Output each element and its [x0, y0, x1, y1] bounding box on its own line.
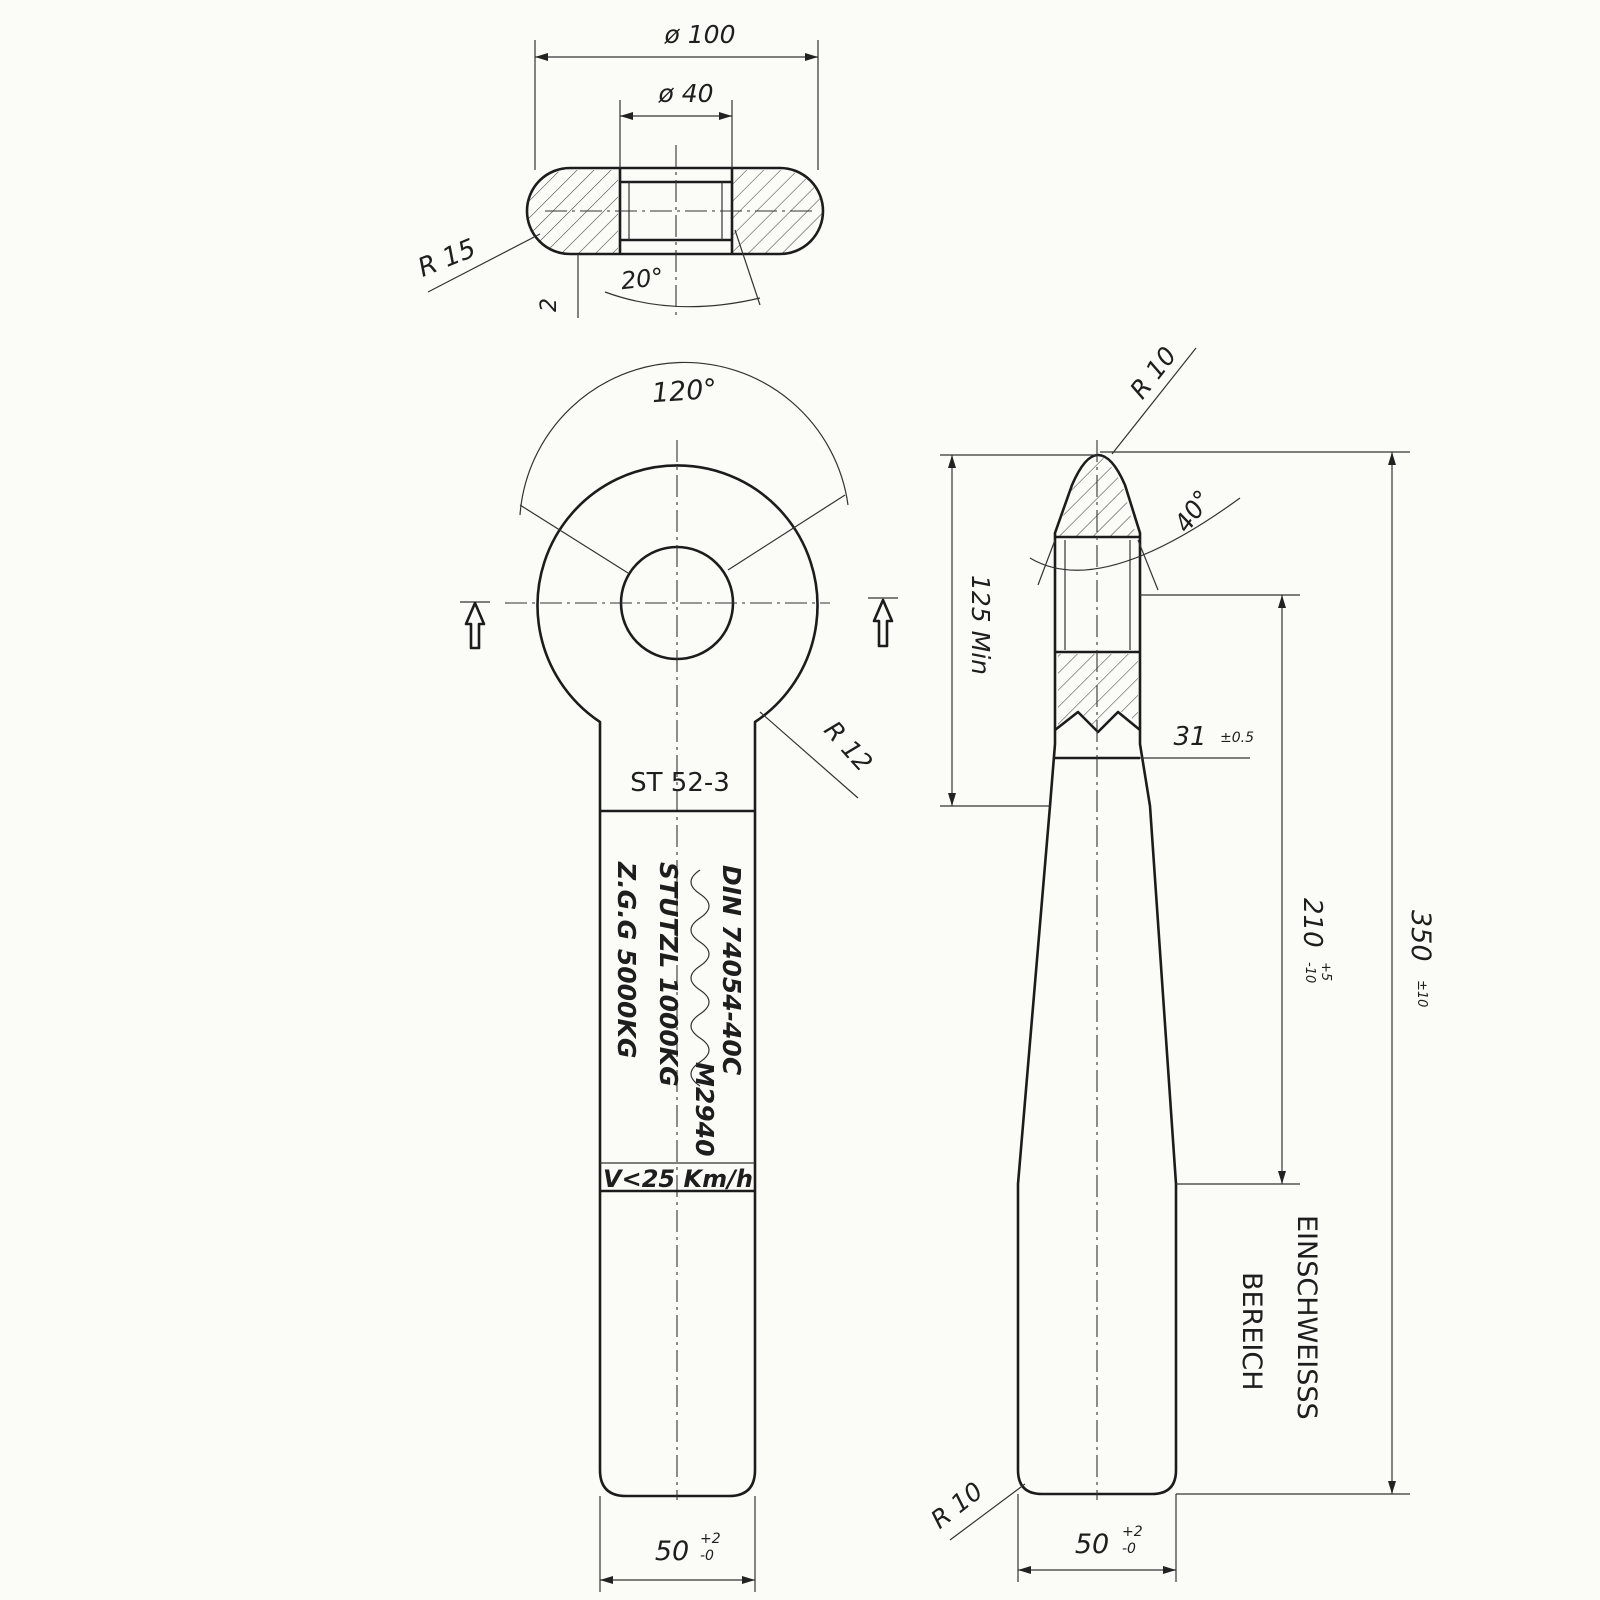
top-section-view: ø 100 ø 40 R 15 20° 2 [414, 20, 825, 320]
wavy-separator [690, 869, 710, 1087]
dim-outer-diameter: ø 100 [664, 20, 736, 49]
dim-overall-tol: ±10 [1414, 980, 1429, 1007]
dim-thickness-tol: ±0.5 [1220, 730, 1254, 746]
marking-line-1: DIN 74054-40C [717, 865, 746, 1076]
hatch-left [528, 170, 618, 254]
dim-inner-diameter: ø 40 [657, 79, 713, 108]
hatch-right [732, 170, 822, 254]
dim-side-width-tol-upper: +2 [1122, 1524, 1143, 1540]
ring-outline [525, 166, 825, 256]
dim-front-width-tol-upper: +2 [700, 1531, 721, 1547]
marking-line-3: STUTZL 1000KG [654, 862, 683, 1087]
side-view: R 10 40° 125 Min 31 ±0.5 210 +5 -10 350 … [925, 341, 1436, 1582]
dim-length-210: 210 [1297, 898, 1327, 948]
front-view: 120° R 12 ST 52-3 DIN 74054-40C M2940 ST… [460, 361, 898, 1592]
dim-overall-350: 350 [1405, 910, 1436, 962]
dim-min-length: 125 Min [966, 575, 995, 675]
weld-zone-label-1: EINSCHWEISSS [1291, 1215, 1322, 1420]
dim-side-width-tol-lower: -0 [1122, 1541, 1136, 1557]
dim-angle-20: 20° [620, 263, 665, 295]
dim-angle-40: 40° [1168, 485, 1217, 538]
dim-side-width: 50 [1075, 1529, 1109, 1560]
dim-front-width-tol-lower: -0 [700, 1548, 714, 1564]
section-arrow-right-icon [868, 597, 898, 648]
dim-tip-radius: R 10 [1124, 341, 1182, 404]
weld-zone-label-2: BEREICH [1236, 1272, 1267, 1391]
dim-thickness: 31 [1173, 722, 1206, 752]
dim-fillet-12: R 12 [818, 715, 878, 777]
speed-marking: V<25 Km/h [603, 1165, 753, 1193]
dim-bottom-radius: R 10 [925, 1476, 988, 1534]
dim-angle-120: 120° [651, 374, 718, 409]
dim-offset-2: 2 [537, 298, 562, 312]
dim-radius-15: R 15 [414, 234, 480, 284]
marking-line-2: M2940 [690, 1062, 719, 1156]
dim-front-width: 50 [655, 1536, 689, 1567]
dim-length-tol-lower: -10 [1302, 962, 1317, 983]
eye-bolt-outline [536, 464, 819, 1498]
dim-length-tol-upper: +5 [1318, 962, 1333, 981]
material-label: ST 52-3 [630, 768, 730, 798]
section-arrow-left-icon [460, 601, 490, 650]
marking-line-4: Z.G.G 5000KG [612, 861, 641, 1058]
